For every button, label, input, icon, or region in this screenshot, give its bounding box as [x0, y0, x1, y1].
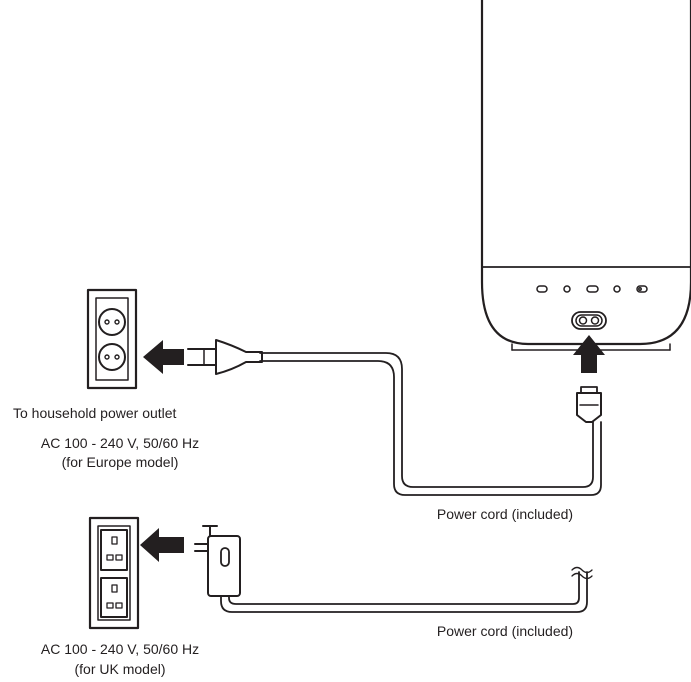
uk-power-cord	[220, 566, 593, 613]
uk-model-note: (for UK model)	[74, 661, 166, 677]
speaker-ac-inlet	[571, 311, 607, 330]
uk-plug-icon	[194, 525, 241, 597]
speaker-ports	[536, 285, 648, 293]
insert-arrow-icon	[143, 340, 184, 374]
insert-arrow-icon	[140, 528, 184, 562]
c7-connector-icon	[576, 386, 602, 423]
uk-power-spec: AC 100 - 240 V, 50/60 Hz	[40, 641, 200, 657]
eu-model-note: (for Europe model)	[61, 454, 179, 470]
eu-outlet-title: To household power outlet	[13, 405, 177, 421]
eu-wall-outlet-icon	[86, 288, 138, 390]
eu-power-spec: AC 100 - 240 V, 50/60 Hz	[40, 435, 200, 451]
eu-plug-icon	[187, 339, 263, 375]
uk-wall-outlet-icon	[88, 516, 140, 630]
uk-cord-label: Power cord (included)	[436, 623, 574, 639]
speaker-unit-icon	[480, 0, 691, 351]
insert-arrow-icon	[573, 335, 605, 373]
eu-cord-label: Power cord (included)	[436, 506, 574, 522]
eu-power-cord	[259, 352, 602, 496]
